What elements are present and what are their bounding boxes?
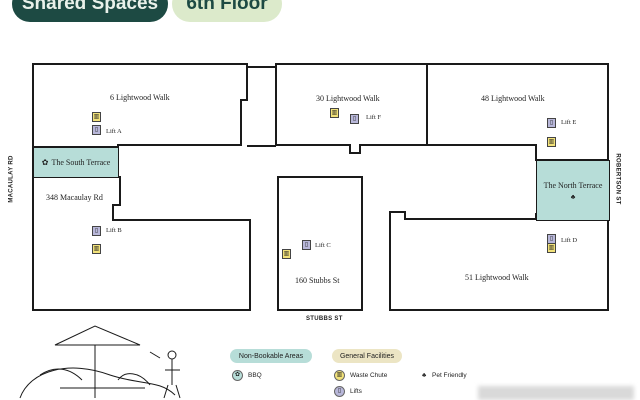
page-title: Shared Spaces [12, 0, 168, 22]
legend-general-pill: General Facilities [332, 349, 402, 363]
building-160-stubbs-st-outline [277, 176, 363, 311]
building-label-160-stubbs-st: 160 Stubbs St [295, 276, 340, 285]
lift-icon: ▯ [350, 114, 359, 124]
lift-icon: ▯ [302, 240, 311, 250]
waste-chute-icon: ▥ [547, 243, 556, 253]
waste-chute-icon: ▥ [330, 108, 339, 118]
legend-waste-label: Waste Chute [350, 372, 388, 379]
south-terrace-label: The South Terrace [51, 158, 111, 167]
lift-icon: ▯ [92, 125, 101, 135]
street-label-macaulay-rd: MACAULAY RD [8, 155, 15, 203]
lift-icon: ▯ [547, 118, 556, 128]
legend-lifts-label: Lifts [350, 388, 362, 395]
terrace-illustration [19, 325, 181, 399]
legend-pet-label: Pet Friendly [432, 372, 467, 379]
street-label-stubbs-st: STUBBS ST [306, 316, 343, 322]
lift-icon: ▯ [547, 234, 556, 244]
lift-d-label: Lift D [561, 237, 578, 244]
south-terrace[interactable]: ✿ The South Terrace [33, 147, 119, 178]
lift-f-label: Lift F [366, 114, 381, 121]
lift-b-label: Lift B [106, 227, 122, 234]
north-terrace-label: The North Terrace [543, 180, 603, 190]
street-label-robertson-st: ROBERTSON ST [614, 153, 621, 205]
pet-friendly-icon: ♣ [422, 372, 427, 379]
building-348-macaulay-rd-outline [32, 176, 251, 311]
lift-a-label: Lift A [106, 128, 122, 135]
building-label-48-lightwood-walk: 48 Lightwood Walk [481, 94, 545, 103]
bbq-icon: ✿ [232, 370, 243, 381]
waste-chute-icon: ▥ [547, 137, 556, 147]
building-48-lightwood-walk-outline [427, 63, 609, 161]
building-label-30-lightwood-walk: 30 Lightwood Walk [316, 94, 380, 103]
waste-chute-icon: ▥ [92, 112, 101, 122]
footer-bar [478, 386, 634, 400]
waste-chute-icon: ▥ [282, 249, 291, 259]
waste-chute-icon: ▥ [334, 370, 345, 381]
lift-c-label: Lift C [315, 242, 331, 249]
waste-chute-icon: ▥ [92, 244, 101, 254]
corridor-outline [247, 66, 276, 147]
building-label-51-lightwood-walk: 51 Lightwood Walk [465, 273, 529, 282]
building-6-lightwood-walk-outline [32, 63, 248, 148]
lift-e-label: Lift E [561, 119, 577, 126]
north-terrace[interactable]: The North Terrace ♣ [536, 160, 610, 221]
floor-badge: 6th Floor [172, 0, 282, 22]
bbq-icon: ✿ [41, 158, 49, 167]
legend-non-bookable-pill: Non-Bookable Areas [230, 349, 312, 363]
building-label-6-lightwood-walk: 6 Lightwood Walk [110, 93, 170, 102]
lift-icon: ▯ [334, 386, 345, 397]
building-51-lightwood-walk-outline [389, 211, 609, 311]
lift-icon: ▯ [92, 226, 101, 236]
building-30-lightwood-walk-outline [275, 63, 428, 154]
legend-bbq-label: BBQ [248, 372, 262, 379]
building-label-348-macaulay-rd: 348 Macaulay Rd [46, 193, 103, 202]
pet-friendly-icon: ♣ [570, 192, 576, 201]
